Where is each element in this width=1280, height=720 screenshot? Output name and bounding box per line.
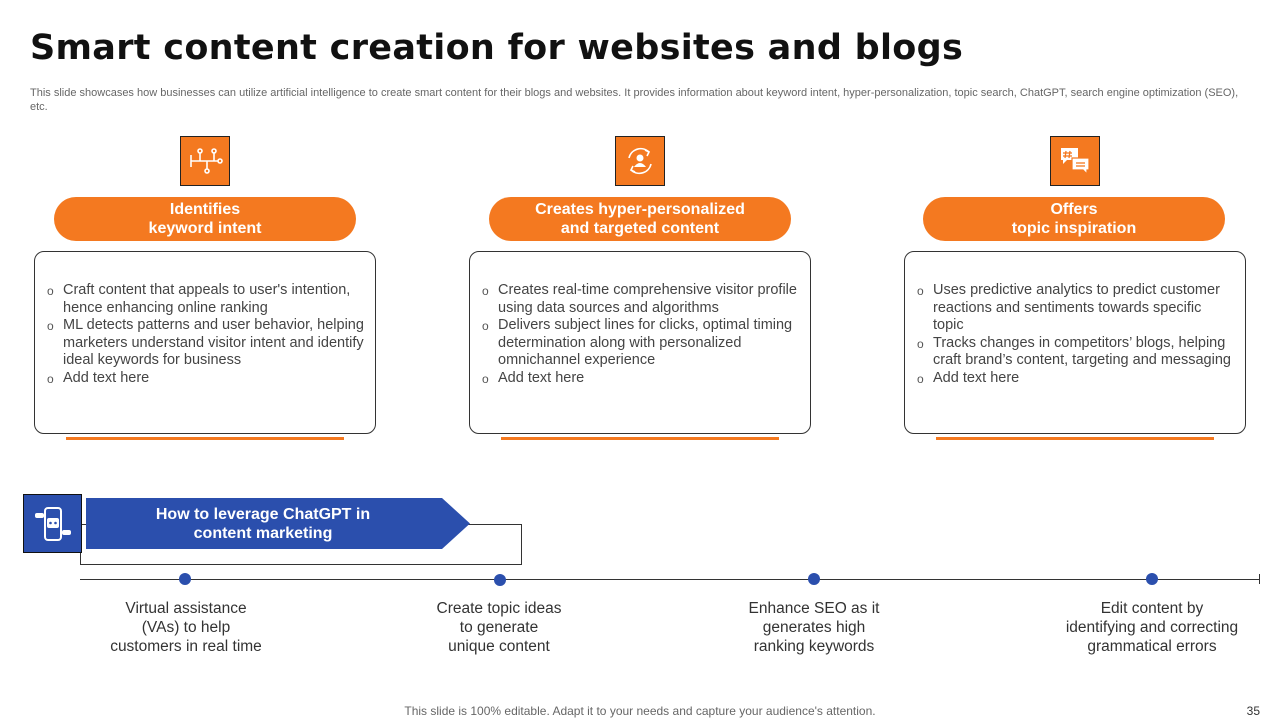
banner-line: content marketing	[193, 524, 333, 542]
bullet-item: Add text here	[47, 370, 365, 388]
bullet-item: Add text here	[482, 370, 800, 388]
timeline-line	[80, 579, 1260, 580]
network-nodes-icon	[180, 136, 230, 186]
label-line: to generate	[459, 619, 539, 636]
label-line: identifying and correcting	[1065, 619, 1239, 636]
bullet-item: Craft content that appeals to user's int…	[47, 282, 365, 317]
label-line: ranking keywords	[753, 638, 875, 655]
chat-hashtag-icon	[1050, 136, 1100, 186]
column-heading-keyword-intent: Identifies keyword intent	[54, 197, 356, 241]
bullet-item: Add text here	[917, 370, 1235, 388]
timeline-end-tick	[1259, 574, 1260, 584]
banner-line: How to leverage ChatGPT in	[155, 505, 371, 523]
accent-underline	[936, 437, 1214, 440]
label-line: Enhance SEO as it	[748, 600, 880, 617]
bullet-item: Delivers subject lines for clicks, optim…	[482, 317, 800, 370]
label-line: (VAs) to help	[141, 619, 231, 636]
page-number: 35	[1246, 704, 1260, 718]
heading-line: and targeted content	[560, 220, 720, 237]
label-line: unique content	[448, 638, 550, 655]
accent-underline	[66, 437, 344, 440]
heading-line: Offers	[1050, 201, 1098, 218]
user-sync-icon	[615, 136, 665, 186]
content-card: Creates real-time comprehensive visitor …	[469, 251, 811, 434]
label-line: grammatical errors	[1087, 638, 1217, 655]
page-subtitle: This slide showcases how businesses can …	[30, 87, 1239, 113]
content-card: Craft content that appeals to user's int…	[34, 251, 376, 434]
timeline-dot	[494, 574, 506, 586]
content-card: Uses predictive analytics to predict cus…	[904, 251, 1246, 434]
label-line: generates high	[762, 619, 866, 636]
label-line: Edit content by	[1100, 600, 1204, 617]
label-line: Create topic ideas	[436, 600, 562, 617]
bullet-item: Creates real-time comprehensive visitor …	[482, 282, 800, 317]
chatgpt-banner: How to leverage ChatGPT in content marke…	[86, 498, 470, 549]
label-line: Virtual assistance	[125, 600, 247, 617]
timeline-label: Edit content by identifying and correcti…	[1052, 599, 1252, 656]
heading-line: topic inspiration	[1011, 220, 1137, 237]
timeline-label: Enhance SEO as it generates high ranking…	[714, 599, 914, 656]
column-heading-topic-inspiration: Offers topic inspiration	[923, 197, 1225, 241]
timeline-dot	[808, 573, 820, 585]
footer-note: This slide is 100% editable. Adapt it to…	[404, 704, 876, 718]
page-title: Smart content creation for websites and …	[30, 28, 964, 68]
heading-line: Creates hyper-personalized	[535, 201, 745, 218]
heading-line: Identifies	[169, 201, 241, 218]
bullet-item: ML detects patterns and user behavior, h…	[47, 317, 365, 370]
column-heading-hyper-personalized: Creates hyper-personalized and targeted …	[489, 197, 791, 241]
bullet-item: Uses predictive analytics to predict cus…	[917, 282, 1235, 335]
heading-line: keyword intent	[148, 220, 262, 237]
timeline-dot	[179, 573, 191, 585]
timeline-dot	[1146, 573, 1158, 585]
bullet-item: Tracks changes in competitors’ blogs, he…	[917, 335, 1235, 370]
label-line: customers in real time	[110, 638, 262, 655]
accent-underline	[501, 437, 779, 440]
chatbot-phone-icon	[23, 494, 82, 553]
timeline-label: Create topic ideas to generate unique co…	[399, 599, 599, 656]
timeline-label: Virtual assistance (VAs) to help custome…	[86, 599, 286, 656]
